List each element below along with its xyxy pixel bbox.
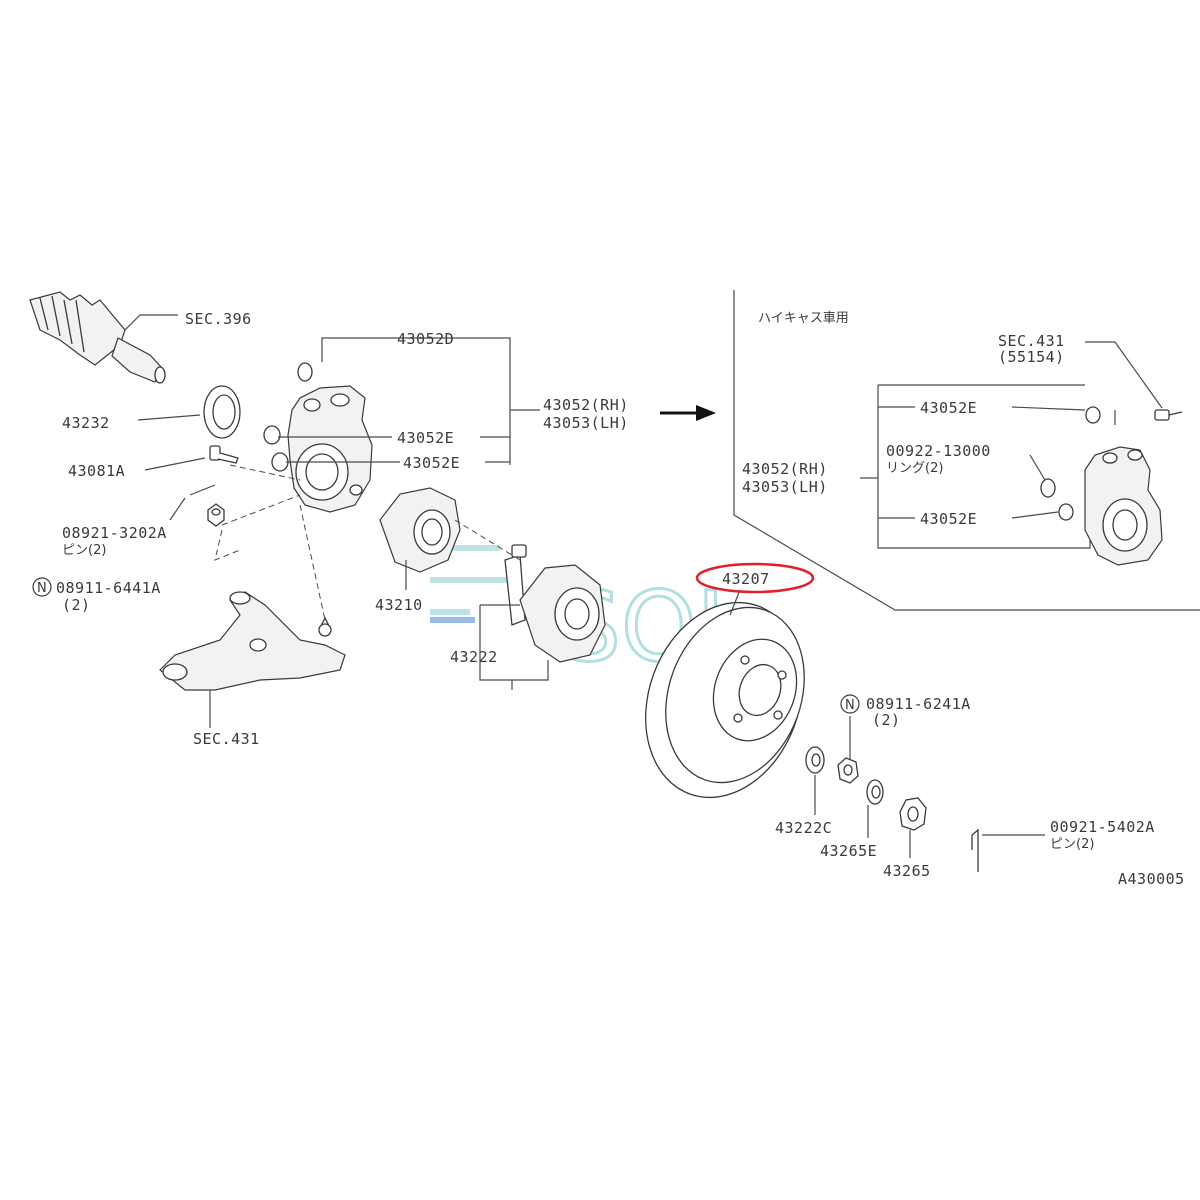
label-sec431-main: SEC.431 [193, 730, 260, 748]
arrow-icon [660, 405, 716, 421]
label-sec396: SEC.396 [185, 310, 252, 328]
label-43222: 43222 [450, 648, 498, 666]
inset-panel [733, 290, 1200, 611]
label-43081a: 43081A [68, 462, 125, 480]
inset-bushing-upper-part [1085, 406, 1101, 424]
inset-label-ring-qty: リング(2) [886, 461, 943, 476]
brake-disc-43207-part [645, 601, 805, 799]
label-43207: 43207 [722, 570, 770, 588]
inset-label-43053-lh: 43053(LH) [742, 478, 828, 496]
lower-arm-part [159, 591, 346, 691]
label-08911-6241a: 08911-6241A [866, 695, 971, 713]
label-43052e-lower: 43052E [403, 454, 460, 472]
leader-lines [124, 314, 1045, 858]
inset-label-00922-13000: 00922-13000 [886, 442, 991, 460]
nut-08911-6441a-part [207, 503, 225, 527]
inset-label-55154: (55154) [998, 348, 1065, 366]
label-pin-qty-b: ピン(2) [1050, 837, 1094, 852]
bushing-43052d-part [297, 362, 313, 382]
label-00921-5402a: 00921-5402A [1050, 818, 1155, 836]
pin-08921-3202a-part [189, 484, 216, 496]
label-43052d: 43052D [397, 330, 454, 348]
bolt-43081a-part [209, 445, 239, 464]
label-43052e-upper: 43052E [397, 429, 454, 447]
label-43265: 43265 [883, 862, 931, 880]
svg-text:N: N [845, 698, 855, 713]
washer-43222c-part [805, 746, 825, 774]
assembly-dashed-lines [214, 464, 521, 621]
inset-label-43052-rh: 43052(RH) [742, 460, 828, 478]
washer-43265e-part [866, 779, 884, 805]
diagram-code: A430005 [1118, 870, 1185, 888]
label-08921-3202a: 08921-3202A [62, 524, 167, 542]
label-qty-a: (2) [62, 596, 91, 614]
inset-label-43052e-upper: 43052E [920, 399, 977, 417]
label-43265e: 43265E [820, 842, 877, 860]
label-43210: 43210 [375, 596, 423, 614]
label-43053-lh: 43053(LH) [543, 414, 629, 432]
highlight-43207-ring [695, 562, 815, 594]
inset-title: ハイキャス車用 [758, 311, 849, 326]
cotter-pin-part [971, 828, 979, 872]
knuckle-part [287, 385, 373, 513]
svg-text:N: N [37, 581, 47, 596]
n-mark-icon: N [840, 694, 860, 714]
nut-08911-6241a-part [837, 757, 859, 784]
inset-o-ring-part [1040, 478, 1056, 498]
n-mark-icon: N [32, 577, 52, 597]
bushing-43052e-lower-part [271, 452, 289, 472]
drive-shaft-part [29, 291, 166, 384]
label-08911-6441a: 08911-6441A [56, 579, 161, 597]
bushing-43052e-upper-part [263, 425, 281, 445]
hub-bearing-43210-part [379, 487, 461, 573]
inset-bushing-lower-part [1058, 503, 1074, 521]
inset-bolt-part [1154, 409, 1183, 421]
seal-43232-part [203, 385, 241, 439]
inset-label-43052e-lower: 43052E [920, 510, 977, 528]
label-43232: 43232 [62, 414, 110, 432]
hub-assembly-43222-part [504, 544, 606, 663]
label-43222c: 43222C [775, 819, 832, 837]
label-pin-qty-a: ピン(2) [62, 543, 106, 558]
label-43052-rh: 43052(RH) [543, 396, 629, 414]
lock-nut-43265-part [899, 797, 927, 831]
inset-label-sec431: SEC.431 [998, 332, 1065, 350]
inset-knuckle-part [1084, 446, 1163, 566]
label-qty-b: (2) [872, 711, 901, 729]
